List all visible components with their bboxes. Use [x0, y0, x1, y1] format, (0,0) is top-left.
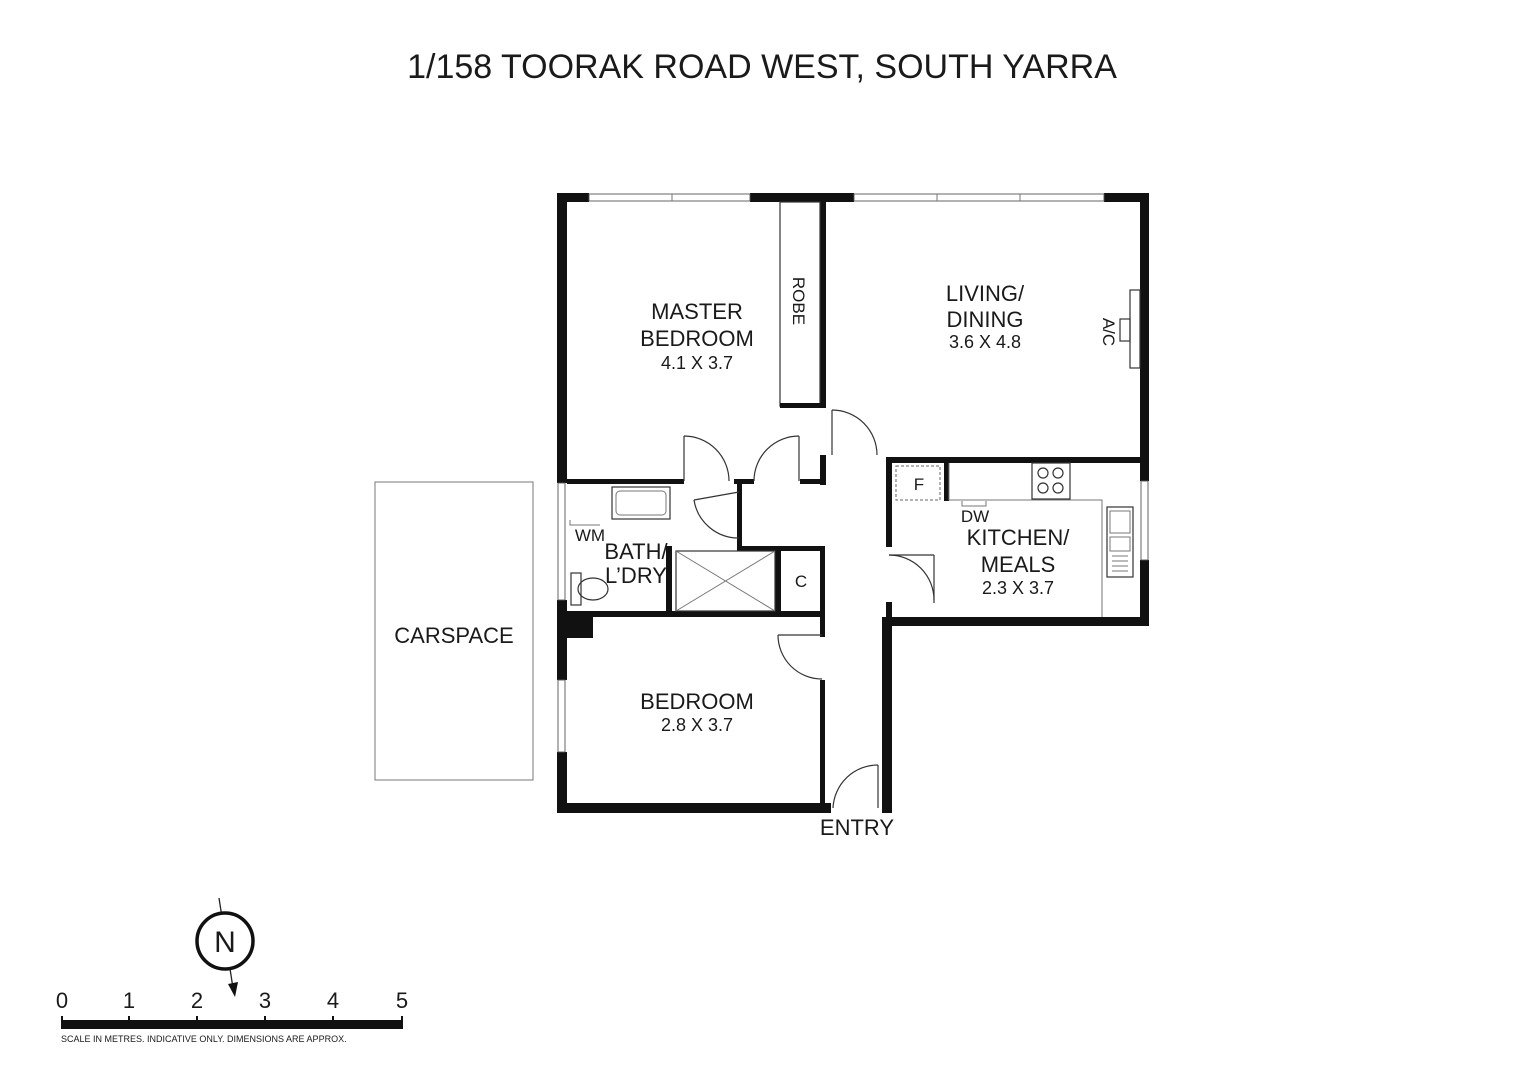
interior-walls [567, 193, 1149, 808]
scale-tick-5: 5 [396, 988, 408, 1013]
scale-tick-3: 3 [259, 988, 271, 1013]
living-dining-dims: 3.6 X 4.8 [949, 332, 1021, 352]
north-arrow-head [228, 982, 238, 997]
master-bedroom-label: MASTER [651, 299, 743, 324]
bath-laundry-label-2: L’DRY [605, 563, 667, 588]
doors [683, 409, 935, 809]
outer-walls [557, 193, 1149, 813]
master-bedroom-label-2: BEDROOM [640, 326, 754, 351]
north-compass: N [195, 897, 255, 997]
kitchen-meals-label-2: MEALS [981, 552, 1056, 577]
fixtures [569, 289, 1141, 617]
cupboard-label: C [795, 572, 807, 591]
bedroom-dims: 2.8 X 3.7 [661, 715, 733, 735]
scale-tick-2: 2 [191, 988, 203, 1013]
scale-tick-1: 1 [123, 988, 135, 1013]
linen-cupboard [675, 550, 776, 612]
kitchen-meals-label: KITCHEN/ [967, 525, 1071, 550]
ac-label: A/C [1099, 318, 1118, 346]
scale-tick-4: 4 [327, 988, 339, 1013]
living-dining-label-2: DINING [947, 307, 1024, 332]
scale-note: SCALE IN METRES. INDICATIVE ONLY. DIMENS… [61, 1034, 347, 1044]
carspace-label: CARSPACE [394, 623, 513, 648]
master-bedroom-dims: 4.1 X 3.7 [661, 353, 733, 373]
windows [557, 193, 1149, 753]
bedroom-label: BEDROOM [640, 689, 754, 714]
page-title: 1/158 TOORAK ROAD WEST, SOUTH YARRA [407, 48, 1117, 86]
scale-tick-0: 0 [56, 988, 68, 1013]
bath-laundry-label: BATH/ [604, 539, 668, 564]
carspace-outline [374, 481, 534, 781]
fridge-label: F [914, 475, 924, 494]
living-dining-label: LIVING/ [946, 281, 1025, 306]
entry-label: ENTRY [820, 815, 894, 840]
scale-bar-rule [61, 1020, 403, 1029]
dishwasher-label: DW [961, 507, 989, 526]
wm-label: WM [575, 526, 605, 545]
robe-label: ROBE [789, 277, 808, 325]
scale-bar: 0 1 2 3 4 5 SCALE IN METRES. INDICATIVE … [56, 988, 408, 1044]
compass-circle [195, 911, 255, 971]
compass-north-label: N [214, 926, 236, 959]
kitchen-meals-dims: 2.3 X 3.7 [982, 578, 1054, 598]
